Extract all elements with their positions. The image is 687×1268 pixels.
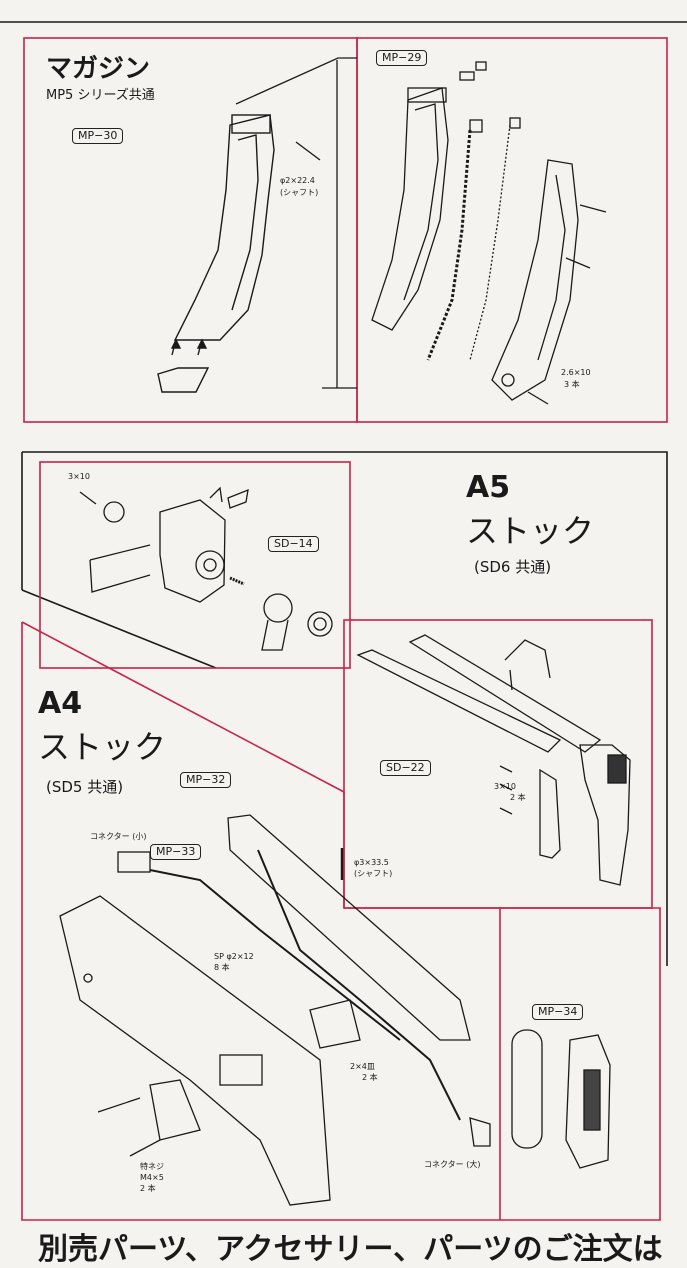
a4-sp-count: 8 本 (214, 963, 230, 972)
a5-compat: (SD6 共通) (474, 558, 552, 576)
a4-title: ストック (38, 728, 167, 766)
mp30-magazine-body (157, 114, 321, 393)
part-tag-mp33: MP−33 (150, 844, 202, 860)
a5-screw-mid-count: 2 本 (510, 793, 526, 802)
magazine-frame (23, 37, 668, 423)
a4-connector-small: コネクター (小) (90, 832, 147, 841)
part-tag-mp34: MP−34 (532, 1004, 584, 1020)
a4-special-size: M4×5 (140, 1173, 164, 1182)
a4-frame (21, 621, 661, 1221)
magazine-shaft-label: (シャフト) (280, 188, 319, 197)
magazine-subtitle: MP5 シリーズ共通 (46, 88, 155, 103)
part-tag-sd14: SD−14 (268, 536, 319, 552)
magazine-title: マガジン (46, 54, 151, 84)
a4-screw-size: 2×4皿 (350, 1062, 375, 1071)
magazine-link-lines (235, 57, 357, 389)
magazine-shaft-size: φ2×22.4 (280, 176, 315, 185)
footer-order-text: 別売パーツ、アクセサリー、パーツのご注文は (38, 1232, 663, 1267)
a5-code: A5 (466, 470, 511, 505)
a5-outline (21, 451, 668, 966)
a5-screw-mid: 3×10 (494, 782, 516, 791)
a4-shaft-size: φ3×33.5 (354, 858, 389, 867)
magazine-screw-size: 2.6×10 (561, 368, 591, 377)
a5-title: ストック (466, 512, 595, 550)
a4-code: A4 (38, 686, 83, 721)
magazine-screw-count: 3 本 (564, 380, 580, 389)
a4-special-count: 2 本 (140, 1184, 156, 1193)
sd14-parts (79, 486, 333, 651)
part-tag-mp30: MP−30 (72, 128, 124, 144)
a4-shaft-label: (シャフト) (354, 869, 393, 878)
a4-sp-pin: SP φ2×12 (214, 952, 254, 961)
mp29-magazine-parts (371, 61, 607, 405)
a4-stock-parts (59, 814, 611, 1206)
a4-special-screw: 特ネジ (140, 1162, 164, 1171)
part-tag-mp32: MP−32 (180, 772, 232, 788)
a4-compat: (SD5 共通) (46, 778, 124, 796)
a4-connector-large: コネクター (大) (424, 1160, 481, 1169)
a5-screw-top: 3×10 (68, 472, 90, 481)
sd22-parts (356, 634, 631, 886)
part-tag-mp29: MP−29 (376, 50, 428, 66)
part-tag-sd22: SD−22 (380, 760, 431, 776)
sd14-frame (39, 461, 351, 669)
a4-screw-count: 2 本 (362, 1073, 378, 1082)
